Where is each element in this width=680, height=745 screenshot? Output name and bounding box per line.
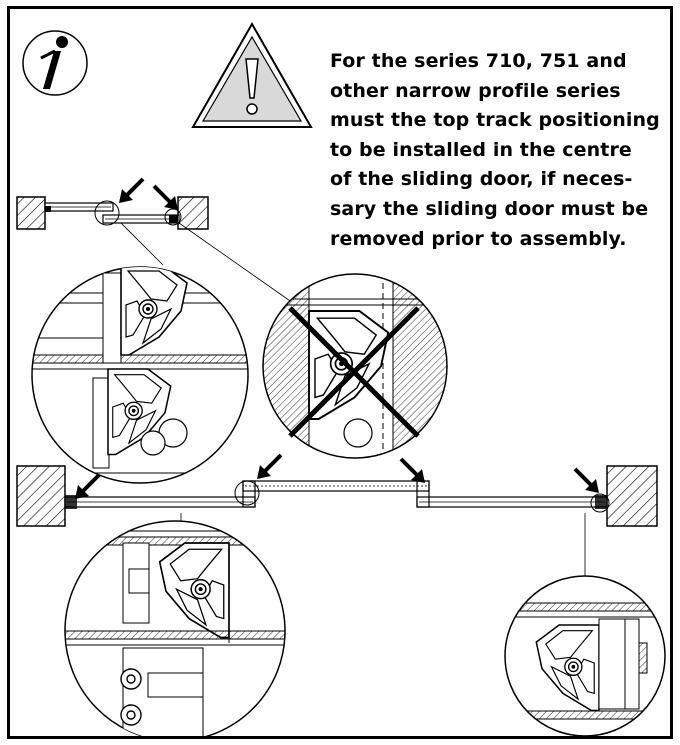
detail-view-correct-top [31, 266, 249, 484]
warning-triangle-icon [191, 21, 313, 128]
detail-view-wrong [262, 273, 448, 459]
instruction-panel: For the series 710, 751 and other narrow… [7, 6, 673, 739]
bottom-door-section [16, 465, 658, 577]
instruction-text: For the series 710, 751 and other narrow… [330, 50, 660, 250]
detail-view-correct-bottom-left [64, 520, 286, 736]
top-door-section [16, 196, 209, 230]
info-icon [22, 30, 88, 96]
detail-view-correct-bottom-right [504, 575, 666, 736]
assembly-diagram [16, 21, 666, 736]
cross-mark-icon [288, 306, 420, 438]
